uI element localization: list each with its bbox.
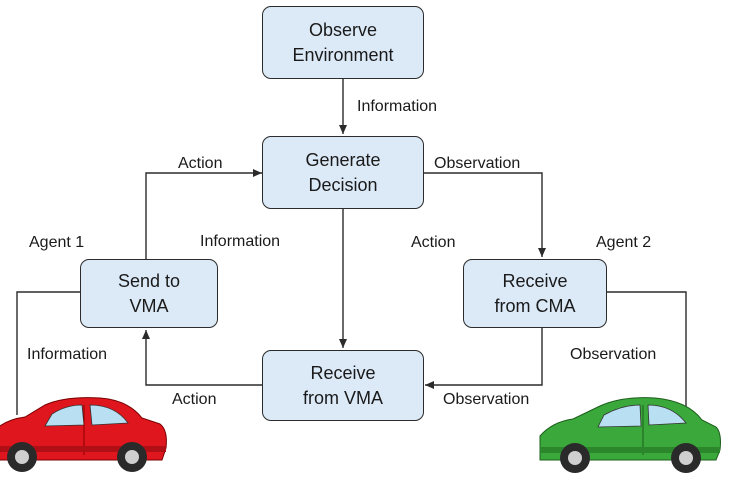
- node-observe-environment-line1: Observe: [308, 19, 378, 40]
- node-generate-decision-line1: Generate: [305, 149, 381, 170]
- label-observation-far-right: Observation: [570, 346, 657, 363]
- edge-receive-cma-to-agent2: [607, 291, 687, 412]
- label-action-bottom: Action: [172, 391, 217, 408]
- label-information-top: Information: [357, 98, 438, 115]
- edge-agent1-to-send: [16, 291, 80, 415]
- node-generate-decision-line2: Decision: [308, 174, 378, 195]
- node-receive-from-cma: Receive from CMA: [463, 259, 607, 328]
- label-information-left: Information: [27, 346, 108, 363]
- label-action-left: Action: [178, 155, 223, 172]
- edge-send-to-generate: [145, 169, 262, 259]
- node-generate-decision: Generate Decision: [262, 136, 424, 209]
- node-send-to-vma: Send to VMA: [80, 259, 218, 328]
- green-car-icon: [539, 397, 721, 473]
- label-agent-2: Agent 2: [596, 234, 652, 251]
- edge-generate-to-receive-cma: [423, 172, 546, 257]
- node-receive-from-vma-line2: from VMA: [302, 387, 383, 408]
- node-send-to-vma-line2: VMA: [129, 295, 169, 316]
- node-receive-from-vma-line1: Receive: [310, 362, 376, 383]
- edge-receive-cma-to-receive-vma: [425, 327, 543, 389]
- node-observe-environment: Observe Environment: [262, 6, 424, 79]
- node-receive-from-vma: Receive from VMA: [262, 350, 424, 421]
- label-observation-right: Observation: [434, 155, 521, 172]
- label-action-right: Action: [411, 234, 456, 251]
- node-send-to-vma-line1: Send to: [117, 270, 181, 291]
- label-observation-bottom: Observation: [443, 391, 530, 408]
- edge-receive-vma-to-send: [142, 330, 262, 386]
- red-car-icon: [0, 397, 167, 472]
- node-receive-from-cma-line1: Receive: [502, 270, 568, 291]
- node-observe-environment-line2: Environment: [292, 44, 394, 65]
- label-information-mid: Information: [200, 233, 281, 250]
- label-agent-1: Agent 1: [29, 234, 85, 251]
- node-receive-from-cma-line2: from CMA: [494, 295, 576, 316]
